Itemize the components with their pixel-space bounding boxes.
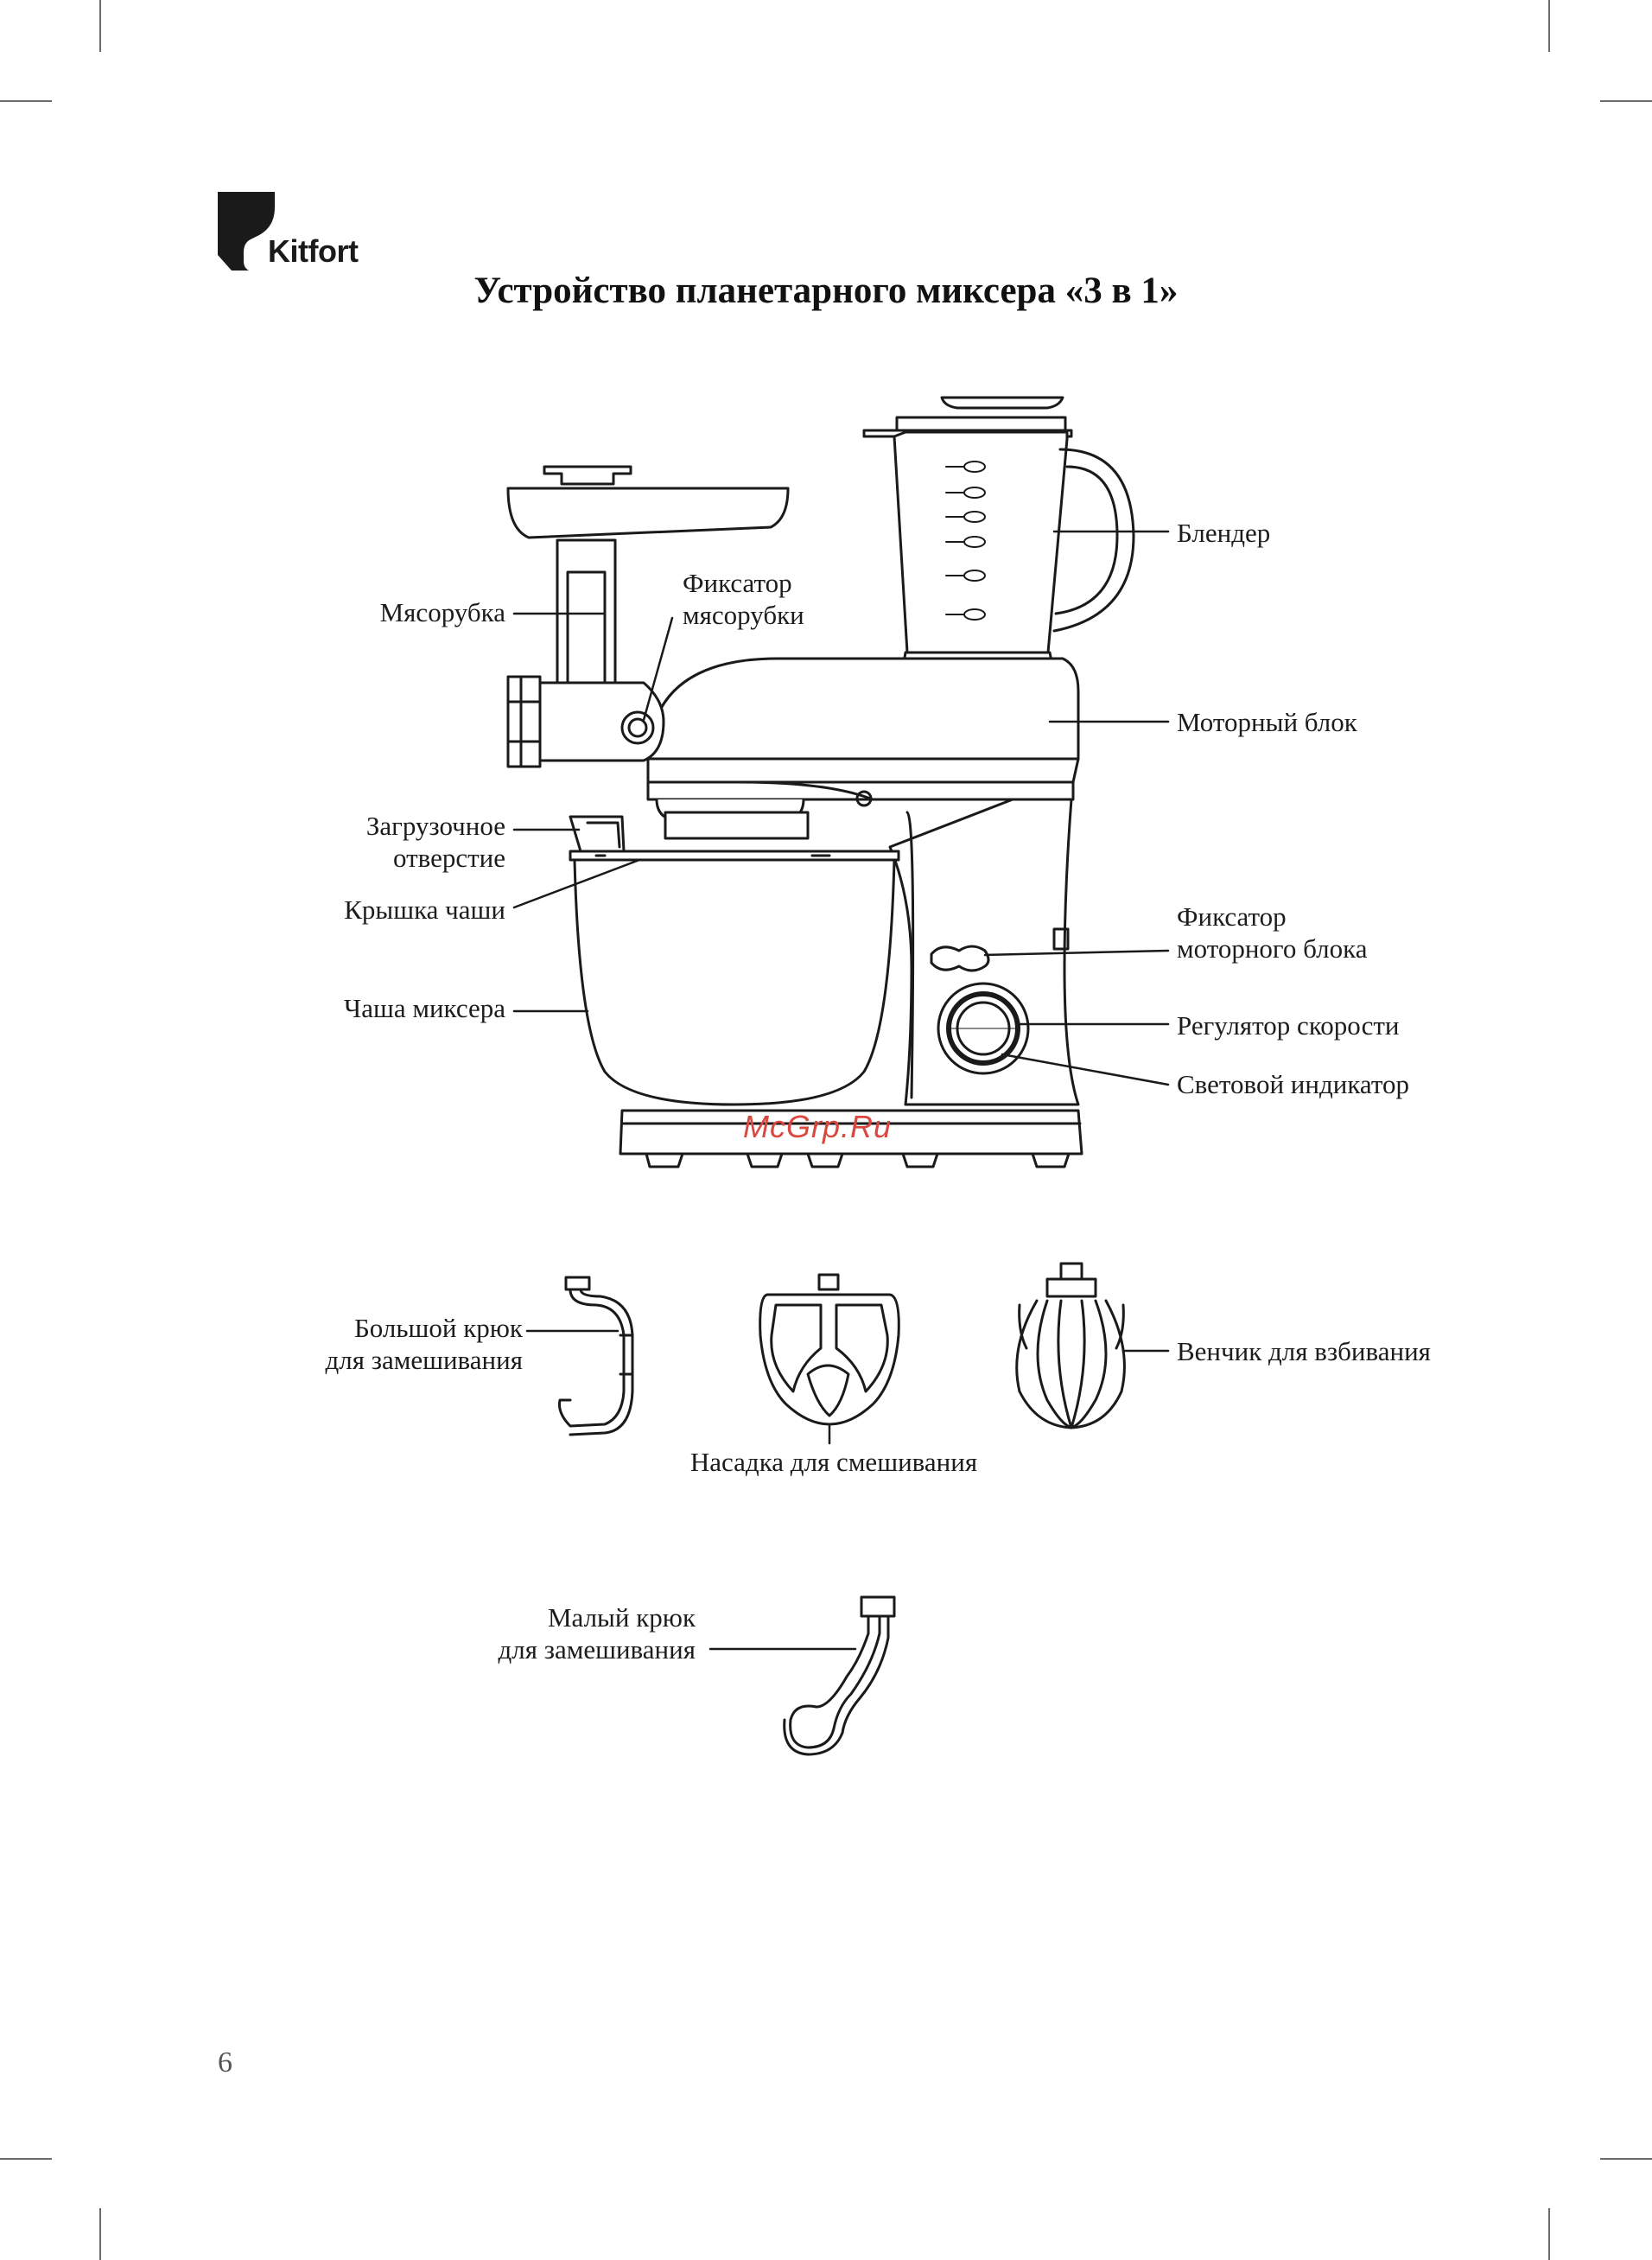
label-grinder-lock-line2: мясорубки [683, 600, 804, 630]
label-large-hook: Большой крюк для замешивания [325, 1312, 523, 1376]
meat-grinder [506, 465, 790, 768]
brand-name: Kitfort [268, 233, 359, 269]
mixer-base [619, 1109, 1083, 1168]
crop-mark [1600, 100, 1652, 102]
watermark: McGrp.Ru [743, 1109, 893, 1144]
mixer-bowl [569, 780, 900, 1106]
page-number: 6 [218, 2047, 232, 2079]
label-speed-control: Регулятор скорости [1177, 1010, 1400, 1041]
whisk [1015, 1262, 1126, 1429]
mixer-body [855, 790, 1080, 1106]
label-feed-opening-line2: отверстие [392, 843, 505, 873]
crop-mark [99, 0, 101, 52]
label-mixing-beater: Насадка для смешивания [689, 1447, 978, 1477]
label-whisk: Венчик для взбивания [1177, 1336, 1431, 1366]
motor-head [646, 657, 1080, 801]
label-grinder-lock-line1: Фиксатор [683, 568, 792, 598]
label-bowl-lid: Крышка чаши [344, 894, 505, 925]
label-mixer-bowl: Чаша миксера [344, 993, 505, 1023]
crop-mark [1600, 2158, 1652, 2160]
label-small-hook-line2: для замешивания [498, 1634, 696, 1665]
large-hook [558, 1276, 634, 1436]
label-small-hook: Малый крюк для замешивания [498, 1601, 696, 1665]
page-title: Устройство планетарного миксера «3 в 1» [473, 271, 1179, 311]
leader-lines [512, 530, 1170, 1086]
label-grinder-lock: Фиксатор мясорубки [683, 567, 804, 631]
label-meat-grinder: Мясорубка [379, 597, 505, 627]
label-motor-unit: Моторный блок [1177, 707, 1357, 737]
label-small-hook-line1: Малый крюк [547, 1602, 696, 1633]
label-large-hook-line1: Большой крюк [354, 1313, 523, 1343]
mixing-beater [759, 1273, 900, 1426]
label-feed-opening-line1: Загрузочное [365, 811, 505, 841]
label-motor-lock: Фиксатор моторного блока [1177, 901, 1367, 964]
label-feed-opening: Загрузочное отверстие [366, 810, 505, 874]
crop-mark [1548, 2208, 1550, 2260]
label-large-hook-line2: для замешивания [325, 1345, 523, 1375]
label-motor-lock-line1: Фиксатор [1177, 901, 1287, 932]
crop-mark [99, 2208, 101, 2260]
crop-mark [0, 100, 52, 102]
small-hook [783, 1595, 896, 1756]
crop-mark [0, 2158, 52, 2160]
blender-jug [862, 396, 1135, 684]
label-light-indicator: Световой индикатор [1177, 1069, 1410, 1099]
label-blender: Блендер [1177, 518, 1271, 548]
crop-mark [1548, 0, 1550, 52]
label-motor-lock-line2: моторного блока [1177, 933, 1368, 964]
